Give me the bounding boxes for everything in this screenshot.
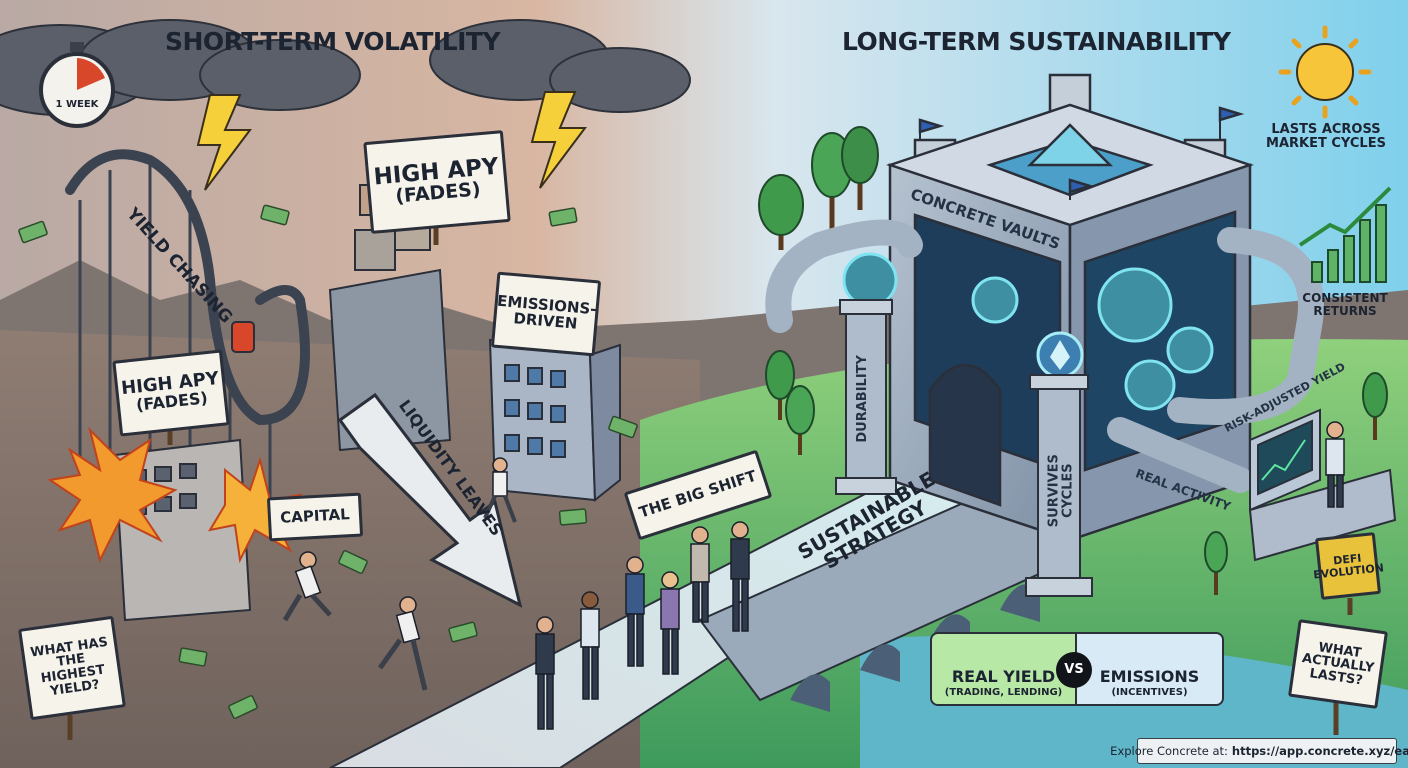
pillar-durability	[835, 299, 897, 495]
explore-prefix: Explore Concrete at:	[1110, 744, 1228, 758]
person-figure	[535, 421, 1345, 730]
highest-yield-question-sign: WHAT HAS THE HIGHEST YIELD?	[18, 615, 126, 721]
explore-link[interactable]: Explore Concrete at: https://app.concret…	[1110, 738, 1408, 764]
concrete-vault	[886, 73, 1254, 542]
emissions-panel: EMISSIONS (INCENTIVES)	[1077, 634, 1222, 704]
consistent-returns-label: CONSISTENT RETURNS	[1302, 291, 1388, 318]
right-title: LONG-TERM SUSTAINABILITY	[842, 27, 1231, 56]
market-cycles-label: LASTS ACROSS MARKET CYCLES	[1266, 122, 1386, 151]
lightning-bolt-icon	[196, 91, 587, 191]
timer-label: 1 WEEK	[55, 99, 99, 110]
vault-pipes	[765, 219, 1324, 493]
real-yield-subtitle: (TRADING, LENDING)	[944, 686, 1063, 698]
emissions-driven-sign: EMISSIONS-DRIVEN	[490, 271, 602, 357]
trading-workstation	[1248, 408, 1397, 562]
emissions-subtitle: (INCENTIVES)	[1111, 686, 1188, 698]
gear-icon	[842, 252, 1214, 411]
running-person-figure	[282, 457, 517, 691]
tree-icon	[758, 126, 1388, 595]
explore-url[interactable]: https://app.concrete.xyz/earn	[1231, 744, 1408, 758]
sun-icon	[1278, 25, 1372, 119]
defi-evolution-sign: DEFI EVOLUTION	[1313, 532, 1385, 600]
sign-posts	[67, 225, 1353, 740]
money-bill-icon	[18, 204, 638, 719]
storm-clouds	[0, 19, 691, 116]
ethereum-coin-icon	[1036, 331, 1084, 379]
capital-sign: CAPITAL	[266, 492, 364, 542]
emissions-title: EMISSIONS	[1099, 666, 1200, 686]
pillar-survives-cycles	[1025, 374, 1093, 597]
liquidity-arrow	[337, 392, 523, 608]
real-yield-panel: REAL YIELD (TRADING, LENDING)	[932, 634, 1077, 704]
survives-cycles-label: SURVIVES CYCLES	[1046, 454, 1075, 528]
billboard-top-line2: (FADES)	[394, 178, 482, 208]
emissions-building	[488, 338, 621, 503]
high-apy-billboard-mid: HIGH APY (FADES)	[112, 349, 230, 437]
vs-badge: VS	[1056, 652, 1092, 688]
stopwatch-icon	[39, 42, 115, 128]
left-title: SHORT-TERM VOLATILITY	[165, 27, 501, 56]
coaster-car	[231, 321, 255, 353]
roller-coaster	[65, 149, 310, 426]
growth-chart-icon	[1298, 186, 1392, 283]
what-lasts-question-sign: WHAT ACTUALLY LASTS?	[1288, 619, 1388, 709]
durability-label: DURABILITY	[855, 355, 871, 443]
high-apy-billboard-top: HIGH APY (FADES)	[363, 130, 511, 234]
yield-comparison-box: REAL YIELD (TRADING, LENDING) EMISSIONS …	[930, 632, 1224, 706]
billboard-mid-line2: (FADES)	[135, 388, 209, 415]
real-yield-title: REAL YIELD	[951, 666, 1056, 686]
